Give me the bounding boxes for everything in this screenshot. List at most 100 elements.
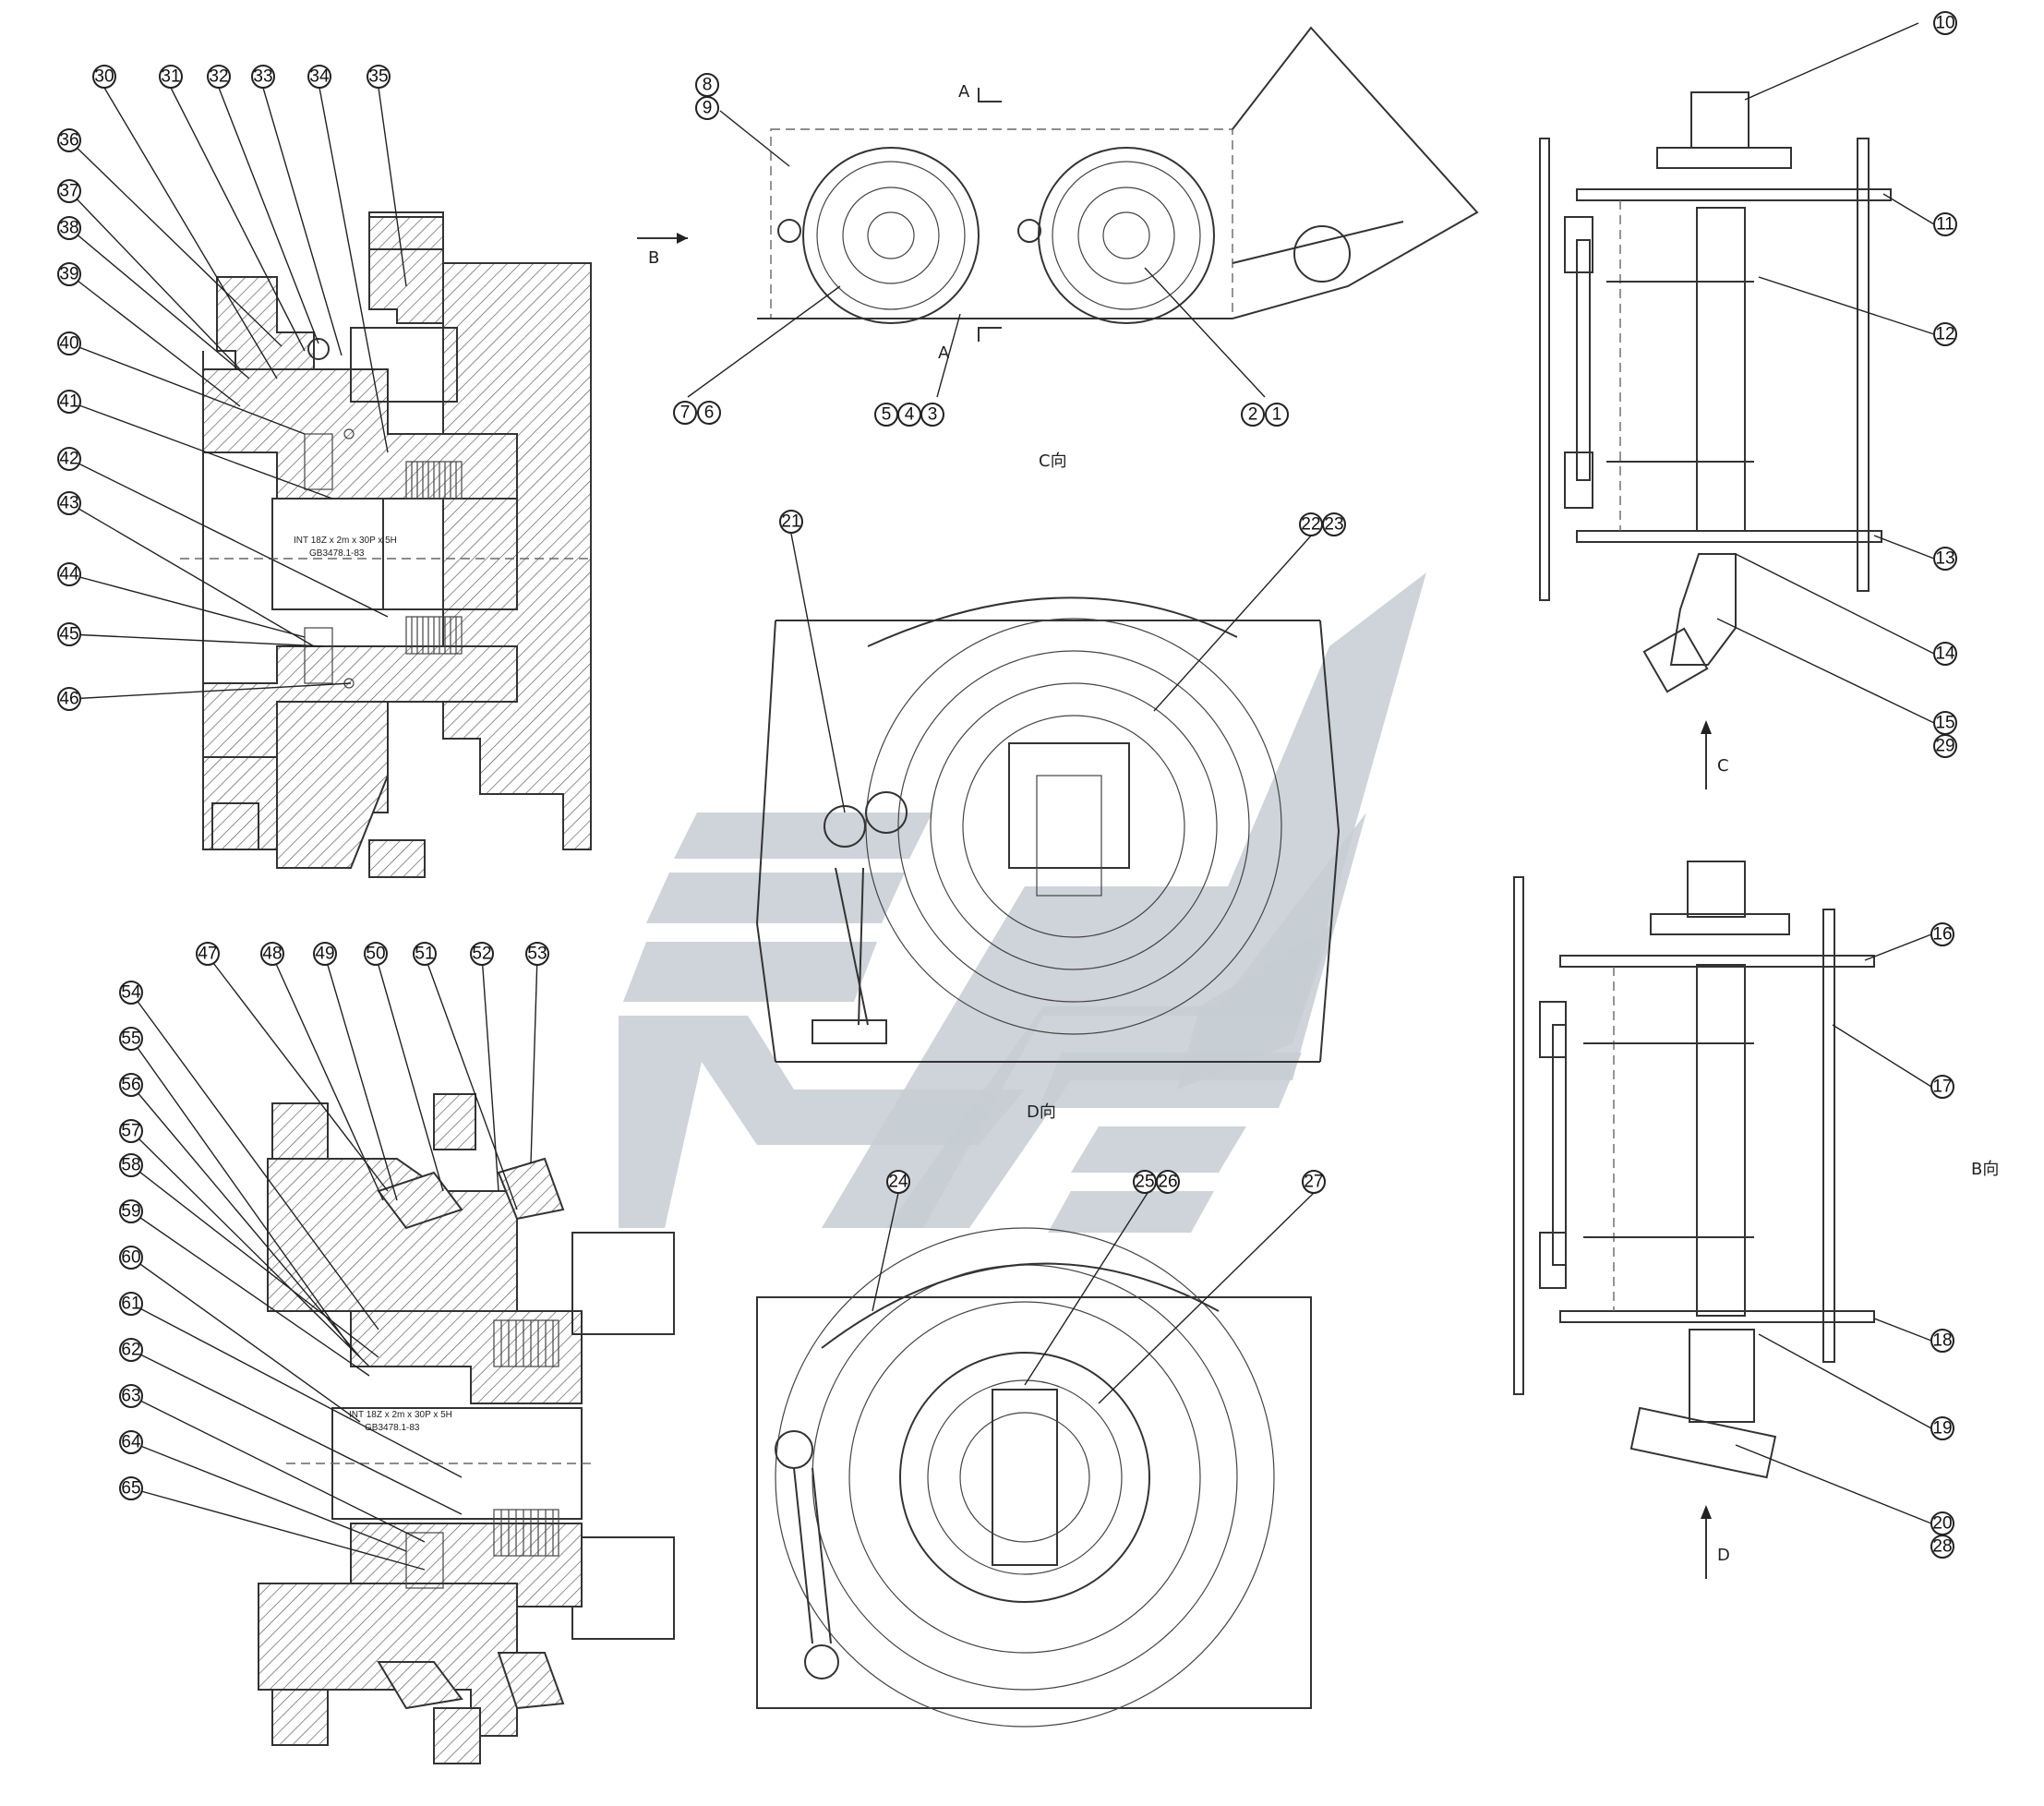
lower-disc-pack — [493, 1319, 559, 1557]
balloon-59: 59 — [119, 1199, 143, 1223]
c-view-label: C向 — [1039, 452, 1067, 471]
balloon-35: 35 — [367, 65, 391, 89]
balloon-49: 49 — [313, 942, 337, 966]
svg-text:39: 39 — [59, 265, 78, 284]
svg-text:28: 28 — [1932, 1537, 1952, 1557]
balloon-2: 2 — [1241, 403, 1265, 427]
balloon-33: 33 — [251, 65, 275, 89]
watermark-logo — [619, 572, 1426, 1233]
c-view-drum — [755, 596, 1341, 1063]
balloon-43: 43 — [57, 491, 81, 515]
balloon-36: 36 — [57, 128, 81, 152]
balloon-19: 19 — [1930, 1416, 1954, 1440]
view-arrow-c-letter: C — [1717, 756, 1729, 776]
svg-text:14: 14 — [1935, 644, 1955, 664]
svg-text:25: 25 — [1135, 1173, 1154, 1192]
d-view-label: D向 — [1027, 1102, 1056, 1122]
balloon-20: 20 — [1930, 1511, 1954, 1535]
svg-text:19: 19 — [1932, 1419, 1952, 1439]
svg-text:4: 4 — [905, 405, 915, 425]
balloon-25: 25 — [1133, 1170, 1157, 1194]
svg-text:54: 54 — [121, 983, 141, 1003]
svg-text:2: 2 — [1248, 405, 1258, 425]
balloon-44: 44 — [57, 562, 81, 586]
lower-section-view: INT 18Z x 2m x 30P x 5H GB3478.1-83 — [258, 1093, 675, 1764]
upper-section-view: INT 18Z x 2m x 30P x 5H GB3478.1-83 — [180, 211, 592, 878]
svg-text:26: 26 — [1158, 1173, 1177, 1192]
svg-text:40: 40 — [59, 334, 78, 354]
lower-spec-line1: INT 18Z x 2m x 30P x 5H — [349, 1410, 452, 1420]
svg-text:1: 1 — [1272, 405, 1282, 425]
balloon-47: 47 — [196, 942, 220, 966]
balloon-62: 62 — [119, 1338, 143, 1362]
leader-lines — [68, 22, 1935, 1571]
svg-text:13: 13 — [1935, 549, 1954, 569]
svg-text:57: 57 — [121, 1122, 140, 1141]
svg-text:24: 24 — [888, 1173, 908, 1192]
svg-text:47: 47 — [198, 945, 217, 964]
svg-text:59: 59 — [121, 1202, 140, 1222]
svg-text:7: 7 — [680, 403, 691, 423]
svg-text:46: 46 — [59, 690, 78, 709]
svg-text:49: 49 — [315, 945, 334, 964]
balloon-22: 22 — [1299, 512, 1323, 536]
balloon-40: 40 — [57, 331, 81, 355]
balloon-42: 42 — [57, 447, 81, 471]
balloon-41: 41 — [57, 390, 81, 414]
balloon-45: 45 — [57, 622, 81, 646]
svg-text:11: 11 — [1936, 215, 1954, 235]
svg-text:44: 44 — [59, 565, 79, 584]
balloon-48: 48 — [260, 942, 284, 966]
balloon-21: 21 — [779, 510, 803, 534]
svg-text:15: 15 — [1935, 714, 1954, 733]
balloon-5: 5 — [874, 403, 898, 427]
balloon-64: 64 — [119, 1430, 143, 1454]
balloon-1: 1 — [1265, 403, 1289, 427]
svg-text:55: 55 — [121, 1029, 140, 1049]
balloon-51: 51 — [413, 942, 437, 966]
svg-text:6: 6 — [704, 403, 715, 423]
svg-text:27: 27 — [1304, 1173, 1323, 1192]
svg-text:33: 33 — [253, 67, 272, 87]
balloon-30: 30 — [92, 65, 116, 89]
svg-text:52: 52 — [472, 945, 491, 964]
balloon-34: 34 — [307, 65, 331, 89]
d-view-drum — [756, 1227, 1312, 1728]
balloon-28: 28 — [1930, 1535, 1954, 1559]
svg-text:32: 32 — [209, 67, 228, 87]
svg-text:41: 41 — [59, 392, 78, 412]
svg-text:10: 10 — [1935, 14, 1954, 33]
svg-text:37: 37 — [59, 182, 78, 201]
svg-text:38: 38 — [59, 219, 78, 238]
right-bottom-side-view: D B向 — [1513, 861, 1999, 1579]
balloon-61: 61 — [119, 1292, 143, 1316]
balloon-12: 12 — [1933, 322, 1957, 346]
svg-text:48: 48 — [262, 945, 282, 964]
balloon-55: 55 — [119, 1027, 143, 1051]
top-plan-view: A A B C向 — [637, 26, 1479, 471]
svg-text:43: 43 — [59, 494, 78, 513]
balloon-32: 32 — [207, 65, 231, 89]
balloon-15: 15 — [1933, 711, 1957, 735]
svg-text:20: 20 — [1932, 1514, 1952, 1534]
balloon-60: 60 — [119, 1246, 143, 1270]
svg-text:45: 45 — [59, 625, 78, 644]
svg-text:5: 5 — [882, 405, 892, 425]
balloon-57: 57 — [119, 1119, 143, 1143]
balloon-29: 29 — [1933, 734, 1957, 758]
svg-text:61: 61 — [121, 1294, 140, 1314]
svg-text:17: 17 — [1932, 1078, 1952, 1097]
balloon-7: 7 — [673, 401, 697, 425]
svg-text:60: 60 — [121, 1248, 140, 1268]
balloon-13: 13 — [1933, 547, 1957, 571]
balloon-50: 50 — [364, 942, 388, 966]
balloon-31: 31 — [159, 65, 183, 89]
svg-text:3: 3 — [928, 405, 938, 425]
balloon-58: 58 — [119, 1153, 143, 1177]
balloon-63: 63 — [119, 1384, 143, 1408]
balloon-18: 18 — [1930, 1329, 1954, 1353]
svg-text:18: 18 — [1932, 1331, 1952, 1351]
balloon-4: 4 — [897, 403, 921, 427]
svg-text:12: 12 — [1935, 325, 1954, 344]
